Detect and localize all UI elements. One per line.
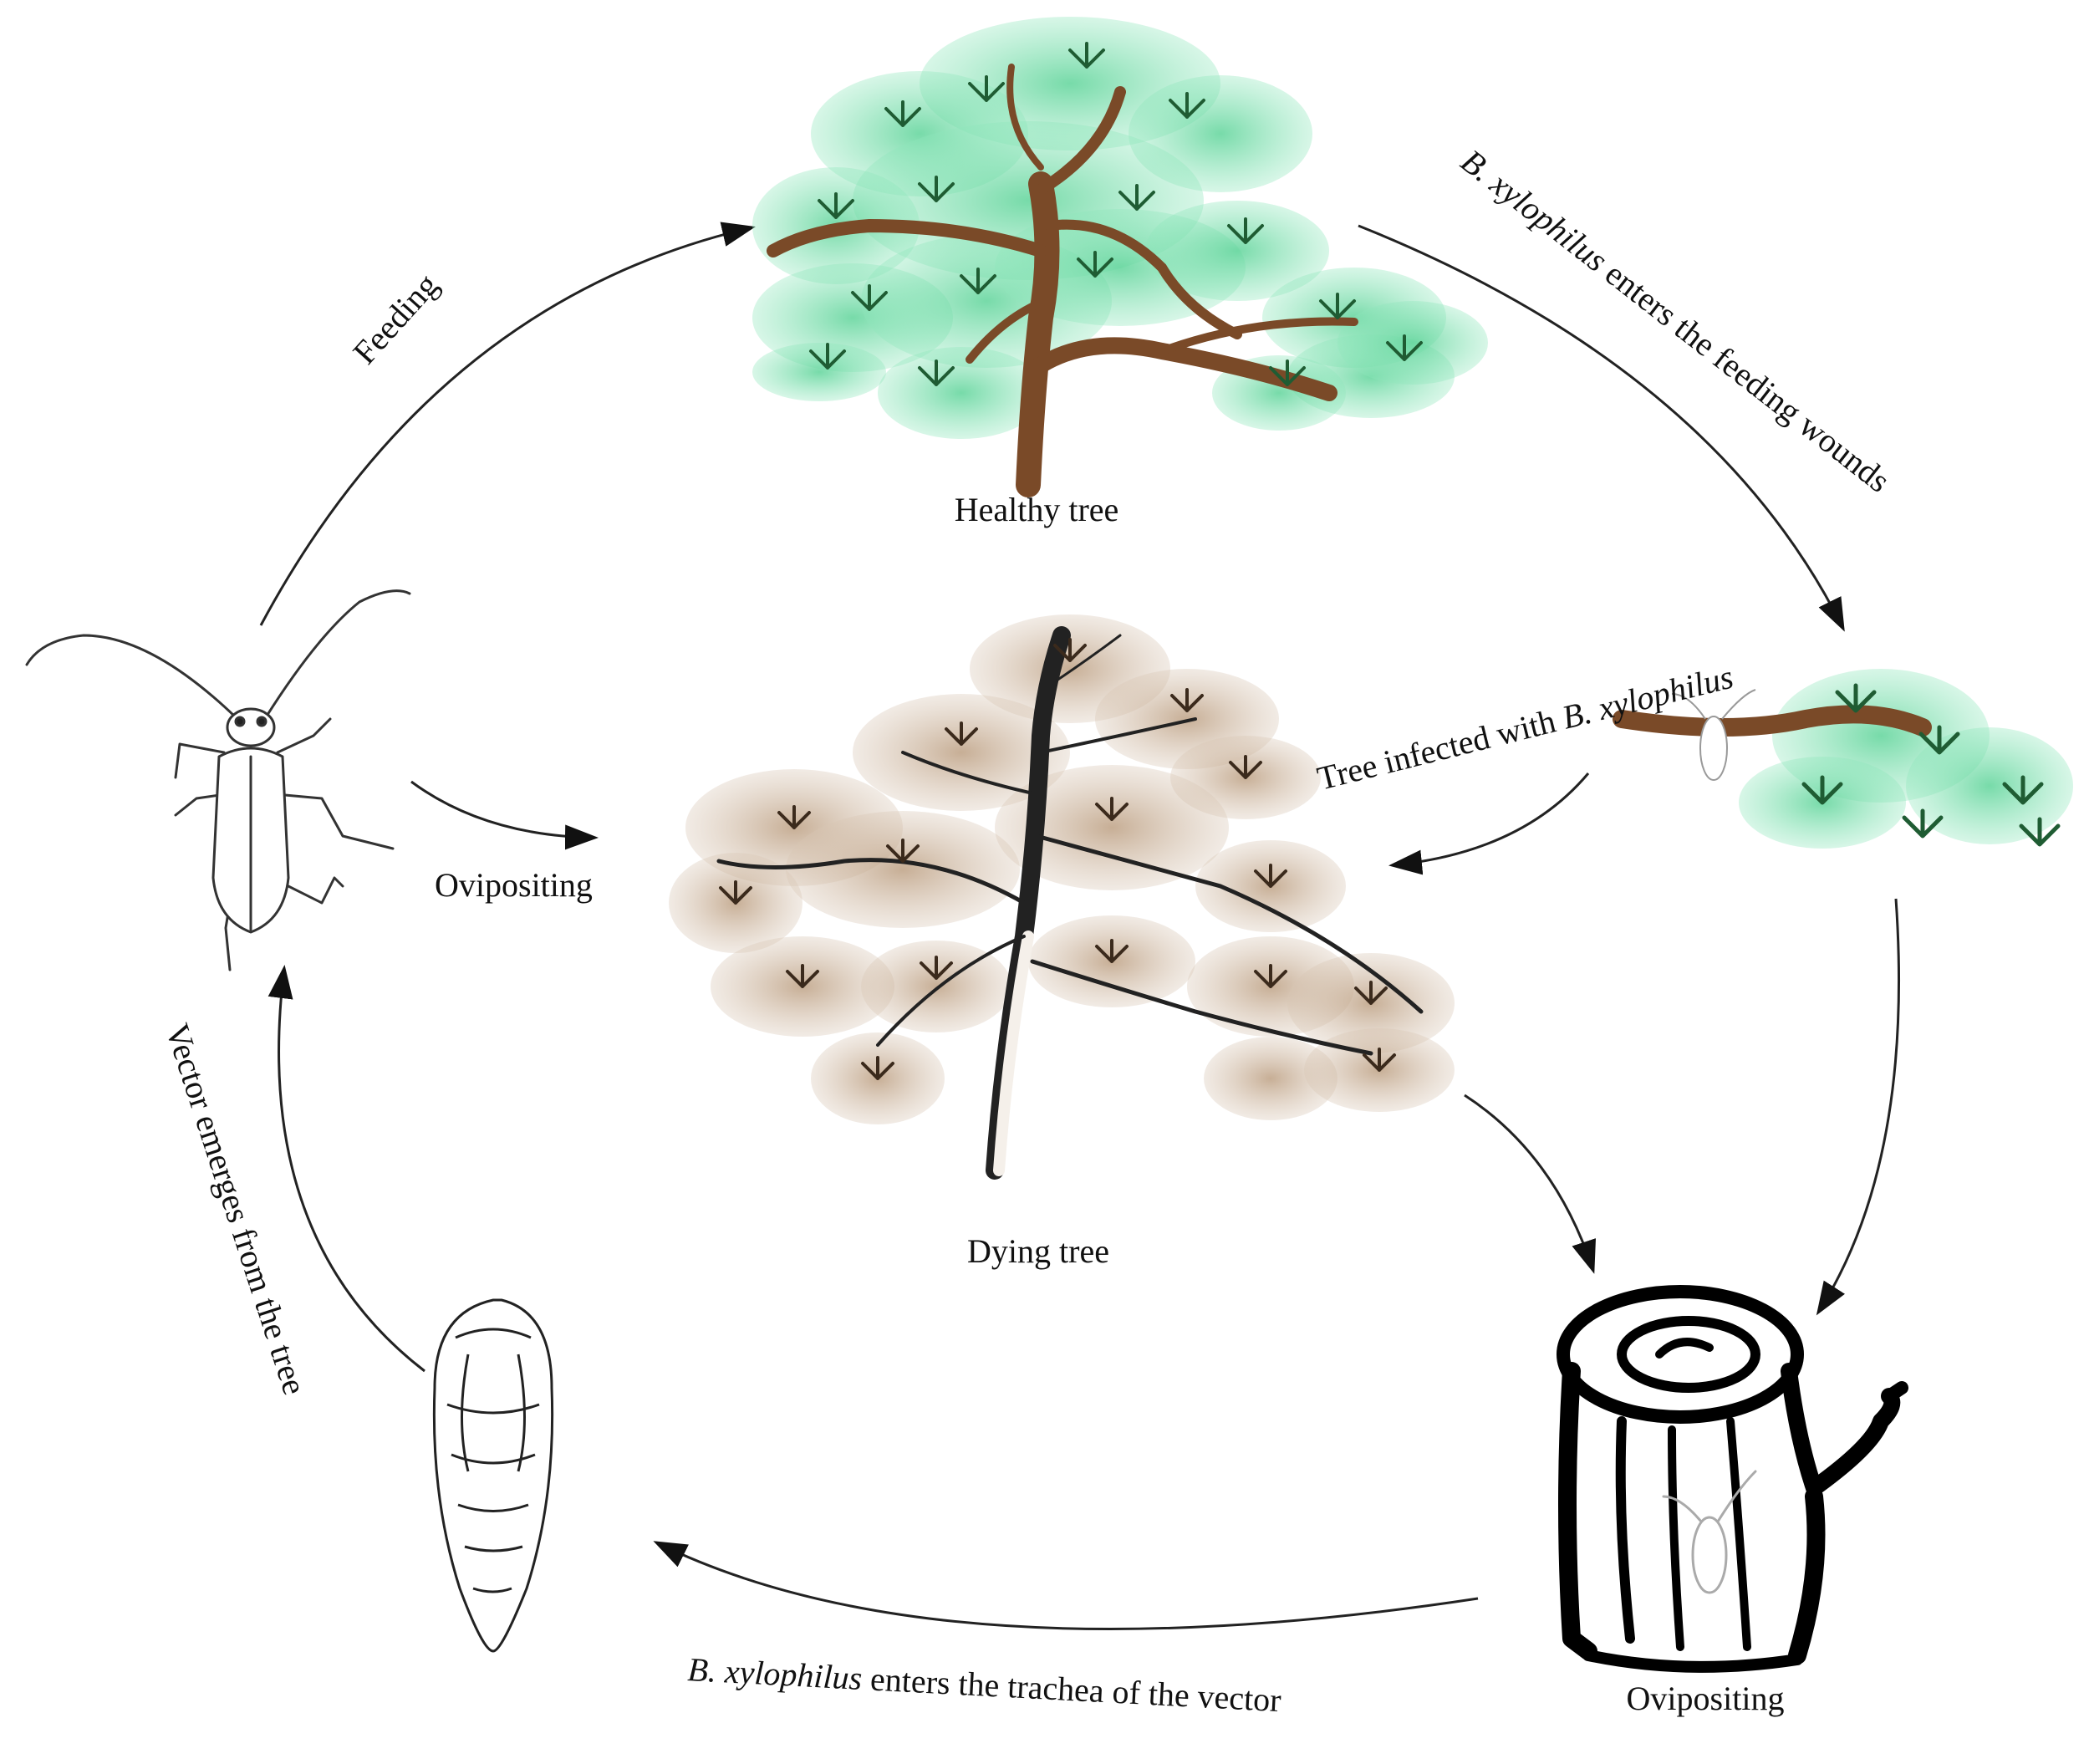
small-beetle-icon — [1671, 689, 1756, 781]
enters-feeding-wounds-label: B. xylophilus enters the feeding wounds — [1454, 142, 1897, 500]
arrow-trachea — [653, 1541, 1479, 1631]
ovipositing-stump-label: Ovipositing — [1627, 1680, 1785, 1717]
arrow-beetle-ovipositing — [410, 780, 599, 850]
dying-pine-tree-icon — [669, 614, 1455, 1180]
ovipositing-center-label: Ovipositing — [435, 866, 593, 904]
healthy-tree-label: Healthy tree — [955, 491, 1119, 528]
arrow-to-infected-branch — [1358, 224, 1845, 632]
dying-tree-label: Dying tree — [967, 1232, 1109, 1270]
cycle-arrows — [259, 222, 1901, 1631]
arrow-dying-to-stump — [1464, 1094, 1597, 1274]
tree-stump-icon — [1557, 1285, 1908, 1673]
vector-emerges-label: Vector emerges from the tree — [158, 1019, 313, 1399]
pupa-icon — [432, 1298, 554, 1653]
arrow-vector-emerges — [267, 965, 425, 1373]
longhorn-beetle-icon — [25, 589, 411, 971]
feeding-label: Feeding — [345, 266, 446, 371]
infected-branch-icon — [1613, 669, 2073, 849]
arrow-feeding — [259, 222, 756, 626]
arrow-infected-to-dying — [1388, 772, 1590, 875]
healthy-pine-tree-icon — [752, 17, 1488, 497]
arrow-branch-to-stump — [1816, 898, 1901, 1316]
enters-trachea-label: B. xylophilus enters the trachea of the … — [687, 1650, 1282, 1719]
